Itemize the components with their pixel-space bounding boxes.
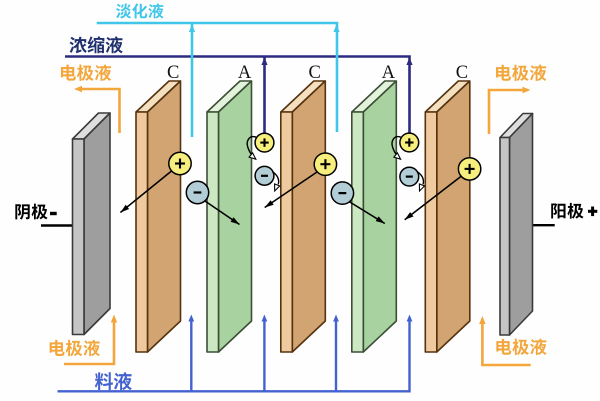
svg-text:A: A: [238, 63, 252, 83]
svg-text:C: C: [456, 63, 468, 83]
svg-text:C: C: [309, 63, 321, 83]
svg-text:A: A: [382, 63, 396, 83]
svg-text:C: C: [167, 63, 179, 83]
